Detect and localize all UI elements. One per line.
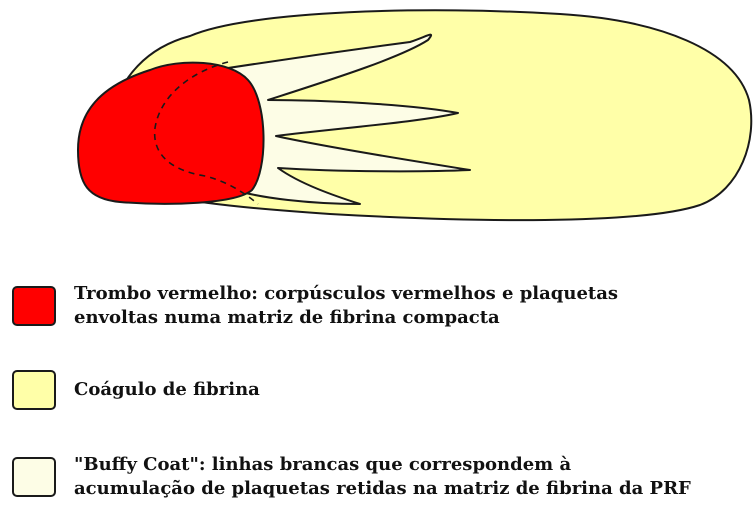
legend-item-fibrin-clot: Coágulo de fibrina xyxy=(12,370,260,410)
buffy-coat-line-1: "Buffy Coat": linhas brancas que corresp… xyxy=(74,454,572,475)
red-thrombus-label: Trombo vermelho: corpúsculos vermelhos e… xyxy=(74,282,618,330)
fibrin-clot-line-1: Coágulo de fibrina xyxy=(74,379,260,400)
red-thrombus-swatch xyxy=(12,286,56,326)
legend-item-buffy-coat: "Buffy Coat": linhas brancas que corresp… xyxy=(12,453,691,501)
fibrin-clot-swatch xyxy=(12,370,56,410)
buffy-coat-swatch xyxy=(12,457,56,497)
legend-item-red-thrombus: Trombo vermelho: corpúsculos vermelhos e… xyxy=(12,282,618,330)
prf-clot-diagram xyxy=(76,9,753,222)
fibrin-clot-label: Coágulo de fibrina xyxy=(74,378,260,402)
buffy-coat-shape xyxy=(205,33,471,205)
buffy-coat-line-2: acumulação de plaquetas retidas na matri… xyxy=(74,478,691,499)
red-thrombus-line-2: envoltas numa matriz de fibrina compacta xyxy=(74,307,500,328)
buffy-coat-label: "Buffy Coat": linhas brancas que corresp… xyxy=(74,453,691,501)
red-thrombus-line-1: Trombo vermelho: corpúsculos vermelhos e… xyxy=(74,283,619,304)
dashed-boundary-line xyxy=(153,61,259,205)
red-thrombus-shape xyxy=(76,61,265,205)
